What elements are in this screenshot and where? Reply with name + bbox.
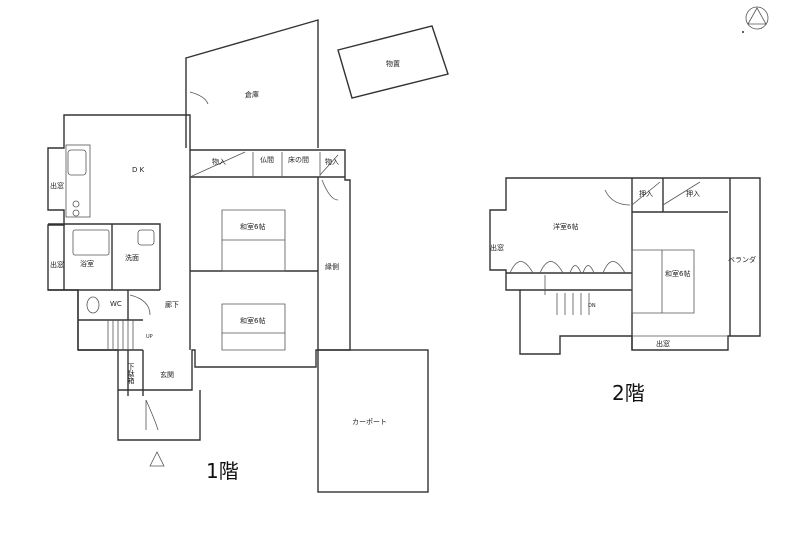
washitsu-upper-label: 和室6帖	[240, 222, 265, 231]
closet-right-label: 物入	[325, 157, 339, 166]
compass-icon	[742, 6, 769, 33]
western-room-label: 洋室6帖	[553, 222, 578, 231]
washitsu-label: 和室6帖	[665, 269, 690, 278]
stairs-up-label: UP	[146, 334, 153, 340]
tokonoma-label: 床の間	[288, 155, 309, 164]
storehouse: 倉庫	[185, 19, 319, 148]
bay-window-bath-label: 出窓	[50, 260, 64, 269]
carport: カーポート	[317, 349, 429, 493]
closet-1-label: 押入	[639, 189, 653, 198]
dk-label: D K	[132, 166, 145, 174]
closet-left-label: 物入	[212, 157, 226, 166]
floor1-plan	[47, 114, 351, 441]
bay-window-bottom-label: 出窓	[656, 339, 670, 348]
storehouse-label: 倉庫	[245, 90, 259, 99]
engawa-label: 縁側	[325, 262, 339, 271]
shed: 物置	[337, 25, 449, 99]
veranda-label: ベランダ	[728, 255, 756, 264]
bay-window-kitchen-label: 出窓	[50, 181, 64, 190]
wc-label: WC	[110, 300, 122, 308]
shed-label: 物置	[386, 59, 400, 68]
floor1-title: 1階	[206, 459, 239, 483]
entrance-label: 玄関	[160, 370, 174, 379]
carport-label: カーポート	[352, 418, 387, 426]
hallway-label: 廊下	[165, 300, 179, 309]
washroom-label: 洗面	[125, 253, 139, 262]
closet-2-label: 押入	[686, 189, 700, 198]
bay-window-left-label: 出窓	[490, 243, 504, 252]
triangle-marker-icon	[149, 451, 165, 467]
stairs-down-label: DN	[588, 303, 596, 309]
bathroom-label: 浴室	[80, 259, 94, 268]
floor2-title: 2階	[612, 381, 645, 405]
floor2-plan	[489, 177, 761, 355]
butsuma-label: 仏間	[260, 156, 274, 164]
shoe-cabinet-label: 下駄箱	[127, 363, 135, 385]
washitsu-lower-label: 和室6帖	[240, 316, 265, 325]
